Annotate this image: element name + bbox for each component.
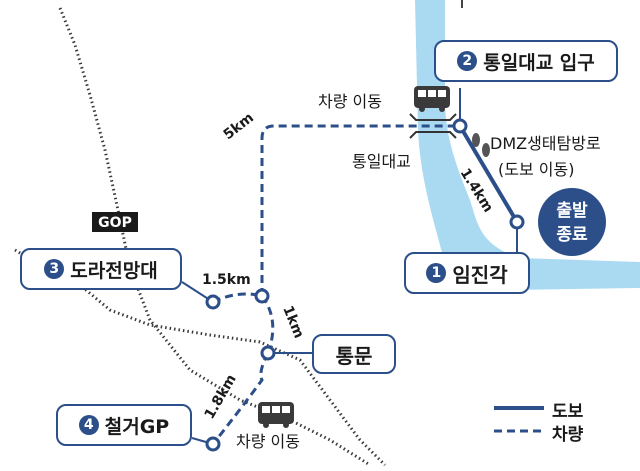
vehicle-route-5km (260, 124, 460, 296)
vehicle-route-18km (211, 352, 270, 445)
distance-15km: 1.5km (202, 272, 251, 288)
stop-2-label: 2 통일대교 입구 (434, 40, 618, 82)
start-end-label-1: 출발 (556, 201, 588, 221)
waypoint-stop3-a (205, 294, 221, 310)
waypoint-stop2 (452, 118, 468, 134)
start-end-label-2: 종료 (556, 225, 588, 245)
bridge-mark (409, 113, 457, 139)
dmz-trail-label-1: DMZ생태탐방로 (490, 134, 601, 153)
stop-1-number: 1 (426, 263, 447, 283)
river (415, 0, 640, 290)
stop-4-number: 4 (78, 415, 99, 435)
stop-2-number: 2 (457, 51, 478, 71)
vehicle-move-label-bottom: 차량 이동 (236, 432, 300, 451)
stop-3-number: 3 (44, 259, 65, 279)
stop-4-name: 철거GP (104, 415, 170, 438)
stop-1-name: 임진각 (452, 262, 508, 287)
gop-label: GOP (98, 215, 132, 231)
waypoint-gate (260, 345, 276, 361)
stop-2-name: 통일대교 입구 (483, 51, 595, 74)
distance-1km: 1km (279, 304, 306, 341)
border-line (58, 7, 371, 467)
legend-walk-label: 도보 (552, 402, 584, 422)
gop-badge (92, 212, 138, 232)
stop-1-label: 1 임진각 (404, 252, 530, 294)
footprints-icon (472, 133, 490, 157)
dmz-trail-label-2: (도보 이동) (498, 160, 575, 179)
waypoint-start (509, 214, 525, 230)
bus-icon (258, 402, 294, 428)
walking-route (458, 124, 519, 224)
stop-3-name: 도라전망대 (70, 259, 158, 282)
legend-vehicle-label: 차량 (552, 425, 584, 445)
gate-label: 통문 (335, 343, 373, 368)
bridge-label: 통일대교 (352, 152, 411, 171)
stop-3-label: 3 도라전망대 (20, 248, 182, 290)
distance-5km: 5km (221, 110, 257, 143)
waypoint-stop4 (205, 436, 221, 452)
stop-4-label: 4 철거GP (56, 404, 192, 446)
bus-icon (414, 86, 450, 112)
gate-label-box: 통문 (312, 334, 396, 374)
vehicle-move-label-top: 차량 이동 (318, 92, 382, 111)
start-end-circle (538, 188, 606, 256)
waypoint-stop3-b (254, 288, 270, 304)
